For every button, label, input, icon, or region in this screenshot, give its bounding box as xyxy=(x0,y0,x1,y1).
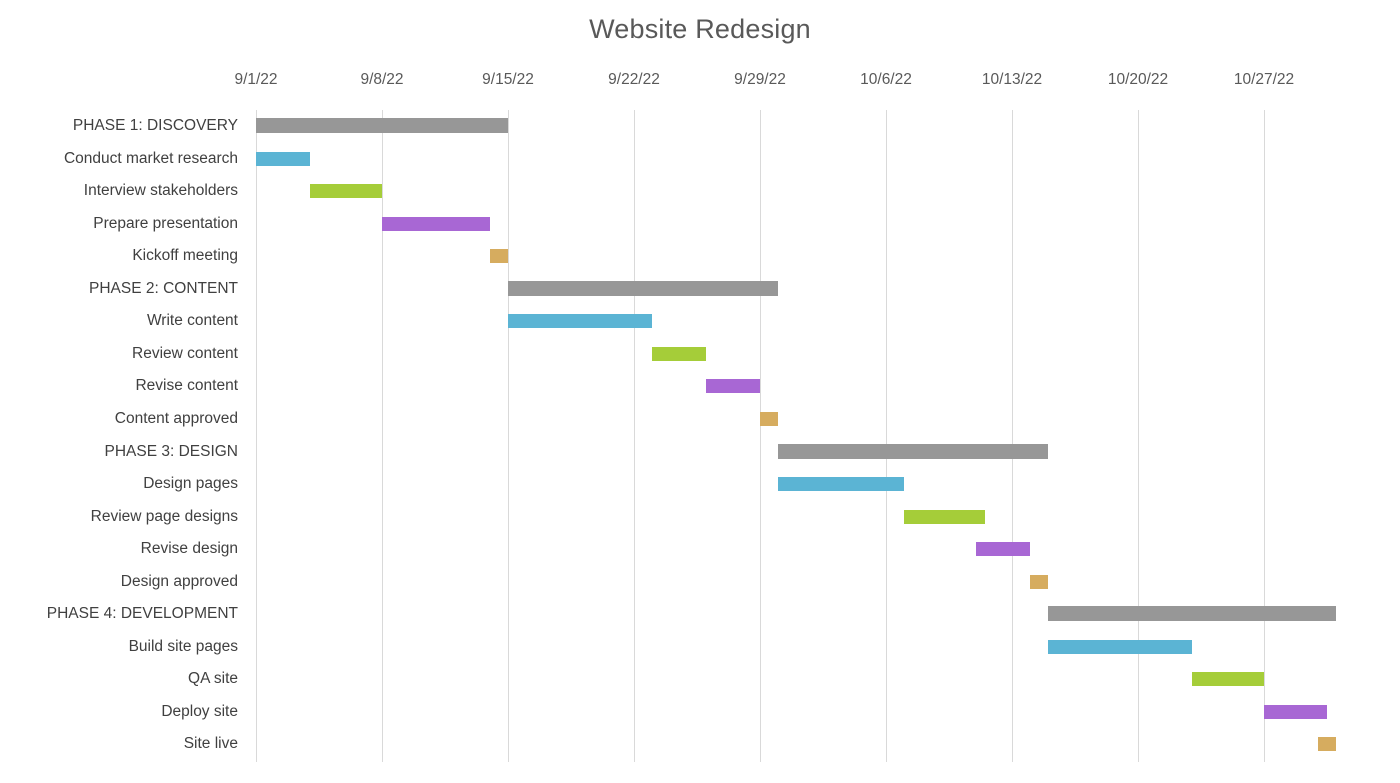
gantt-row: Prepare presentation xyxy=(0,208,1400,241)
gantt-milestone-bar[interactable] xyxy=(1318,737,1336,752)
gantt-row: Site live xyxy=(0,728,1400,761)
gantt-row: Review page designs xyxy=(0,501,1400,534)
gantt-row: Revise design xyxy=(0,533,1400,566)
gantt-phase-bar[interactable] xyxy=(508,280,778,296)
gantt-phase-bar[interactable] xyxy=(256,118,508,133)
gantt-task-bar[interactable] xyxy=(1264,704,1327,719)
gantt-row-label: Revise content xyxy=(135,377,238,395)
gantt-row-label: Site live xyxy=(183,735,238,753)
gantt-row-label: Deploy site xyxy=(161,702,238,720)
gantt-row-label: Review page designs xyxy=(90,507,238,525)
gantt-row-label: Prepare presentation xyxy=(93,214,238,232)
gantt-task-bar[interactable] xyxy=(1192,672,1264,687)
gantt-milestone-bar[interactable] xyxy=(1030,574,1048,589)
gantt-row-label: Design pages xyxy=(143,475,238,493)
gantt-row-label: PHASE 2: CONTENT xyxy=(89,279,238,297)
gantt-task-bar[interactable] xyxy=(256,151,310,166)
gantt-row-label: Revise design xyxy=(140,540,238,558)
gantt-phase-bar[interactable] xyxy=(1048,606,1336,622)
gantt-row: Revise content xyxy=(0,370,1400,403)
gridline xyxy=(886,110,887,762)
gridline xyxy=(1138,110,1139,762)
gantt-row-label: Write content xyxy=(146,312,238,330)
gantt-row: Design approved xyxy=(0,566,1400,599)
gantt-task-bar[interactable] xyxy=(976,542,1030,557)
gantt-row-label: Content approved xyxy=(114,409,238,427)
gantt-row: Write content xyxy=(0,305,1400,338)
gantt-row: Design pages xyxy=(0,468,1400,501)
gantt-row: Interview stakeholders xyxy=(0,175,1400,208)
gridline xyxy=(1264,110,1265,762)
gantt-row: QA site xyxy=(0,663,1400,696)
gantt-row: Review content xyxy=(0,338,1400,371)
gantt-row: Kickoff meeting xyxy=(0,240,1400,273)
gantt-task-bar[interactable] xyxy=(310,184,382,199)
gantt-row: PHASE 2: CONTENT xyxy=(0,273,1400,306)
gantt-task-bar[interactable] xyxy=(1048,639,1192,654)
gantt-row-label: Conduct market research xyxy=(63,149,238,167)
gantt-row: Content approved xyxy=(0,403,1400,436)
gantt-phase-bar[interactable] xyxy=(778,443,1048,459)
gantt-task-bar[interactable] xyxy=(904,509,985,524)
gantt-row: PHASE 1: DISCOVERY xyxy=(0,110,1400,143)
gridline xyxy=(382,110,383,762)
gridline xyxy=(256,110,257,762)
gantt-row: Build site pages xyxy=(0,631,1400,664)
gantt-task-bar[interactable] xyxy=(778,477,904,492)
gridline xyxy=(760,110,761,762)
gantt-row: PHASE 4: DEVELOPMENT xyxy=(0,598,1400,631)
gantt-row-label: Review content xyxy=(132,344,238,362)
gantt-row: Deploy site xyxy=(0,696,1400,729)
gantt-milestone-bar[interactable] xyxy=(760,411,778,426)
gantt-row: PHASE 3: DESIGN xyxy=(0,436,1400,469)
gantt-row: Conduct market research xyxy=(0,143,1400,176)
gantt-row-label: Interview stakeholders xyxy=(83,182,238,200)
gantt-milestone-bar[interactable] xyxy=(490,249,508,264)
chart-title: Website Redesign xyxy=(589,14,811,44)
gantt-task-bar[interactable] xyxy=(706,379,760,394)
plot-area xyxy=(256,110,1340,762)
gridline xyxy=(634,110,635,762)
gantt-row-label: Build site pages xyxy=(128,637,238,655)
gantt-row-label: Design approved xyxy=(120,572,238,590)
gantt-row-label: Kickoff meeting xyxy=(132,247,238,265)
gantt-row-label: PHASE 3: DESIGN xyxy=(104,442,238,460)
gantt-row-label: PHASE 4: DEVELOPMENT xyxy=(46,605,238,623)
gantt-task-bar[interactable] xyxy=(508,314,652,329)
gantt-row-label: PHASE 1: DISCOVERY xyxy=(72,117,238,134)
gridline xyxy=(1012,110,1013,762)
gantt-row-label: QA site xyxy=(188,670,238,688)
gridline xyxy=(508,110,509,762)
gantt-task-bar[interactable] xyxy=(382,216,490,231)
gantt-task-bar[interactable] xyxy=(652,346,706,361)
